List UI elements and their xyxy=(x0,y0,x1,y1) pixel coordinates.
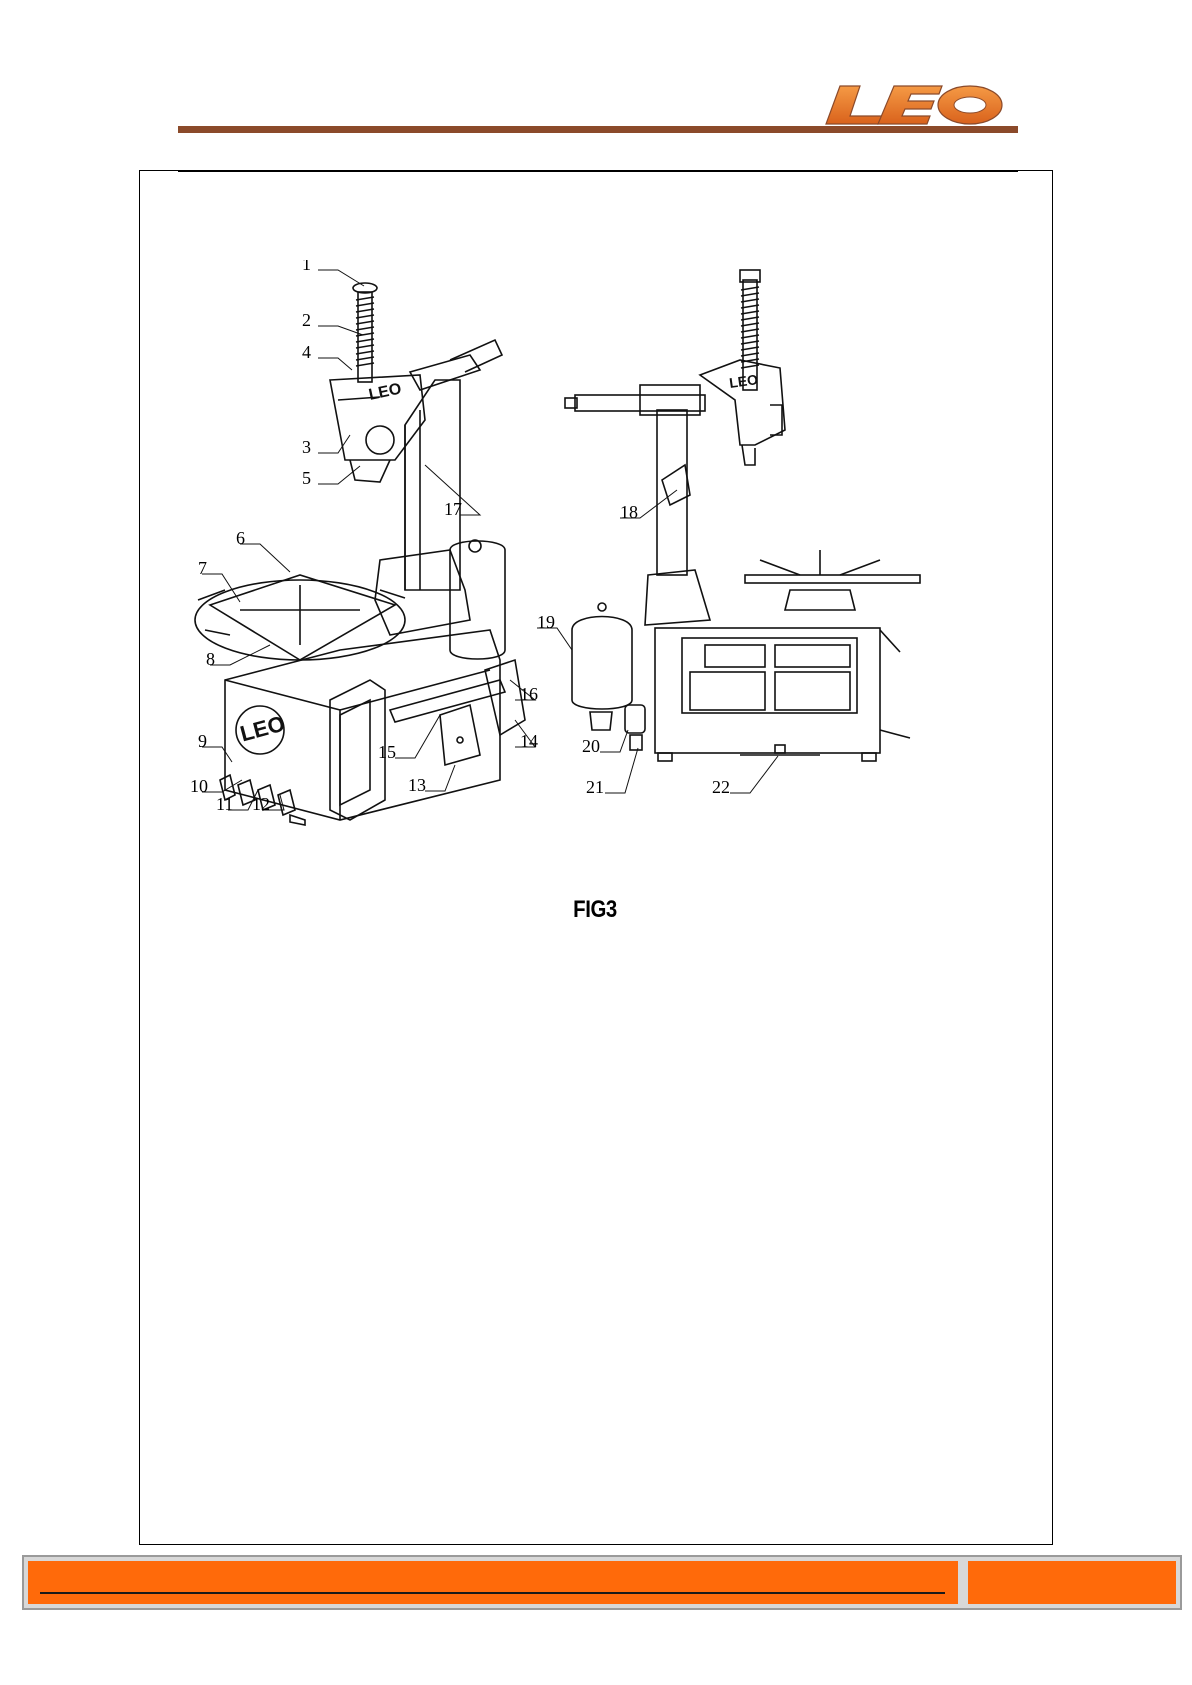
callout-3: 3 xyxy=(302,437,311,457)
left-view-drawing: LEO LEO xyxy=(195,283,525,825)
footer-right-panel xyxy=(968,1561,1176,1604)
svg-text:LEO: LEO xyxy=(728,371,759,391)
callout-16: 16 xyxy=(520,684,538,704)
callout-21: 21 xyxy=(586,777,604,797)
right-view-drawing: LEO xyxy=(565,270,920,761)
figure-caption: FIG3 xyxy=(548,896,642,928)
callout-8: 8 xyxy=(206,649,215,669)
callout-13: 13 xyxy=(408,775,426,795)
callout-20: 20 xyxy=(582,736,600,756)
svg-text:LEO: LEO xyxy=(237,711,287,747)
callout-2: 2 xyxy=(302,310,311,330)
callout-19: 19 xyxy=(537,612,555,632)
callout-14: 14 xyxy=(520,731,538,751)
callout-1: 1 xyxy=(302,260,311,274)
callout-5: 5 xyxy=(302,468,311,488)
callout-9: 9 xyxy=(198,731,207,751)
callout-18: 18 xyxy=(620,502,638,522)
footer-rule xyxy=(40,1592,945,1594)
callout-17: 17 xyxy=(444,499,462,519)
footer-left-panel xyxy=(28,1561,958,1604)
callout-10: 10 xyxy=(190,776,208,796)
frame-top-rule xyxy=(178,170,1018,172)
callout-12: 12 xyxy=(252,794,270,814)
callout-15: 15 xyxy=(378,742,396,762)
leo-logo xyxy=(820,82,1005,128)
callout-11: 11 xyxy=(216,794,233,814)
header-rule xyxy=(178,126,1018,133)
callout-4: 4 xyxy=(302,342,311,362)
callout-6: 6 xyxy=(236,528,245,548)
machine-figure: LEO LEO xyxy=(180,260,1020,880)
svg-text:LEO: LEO xyxy=(367,380,403,403)
callout-leaders xyxy=(202,270,778,810)
callout-7: 7 xyxy=(198,558,207,578)
callout-22: 22 xyxy=(712,777,730,797)
